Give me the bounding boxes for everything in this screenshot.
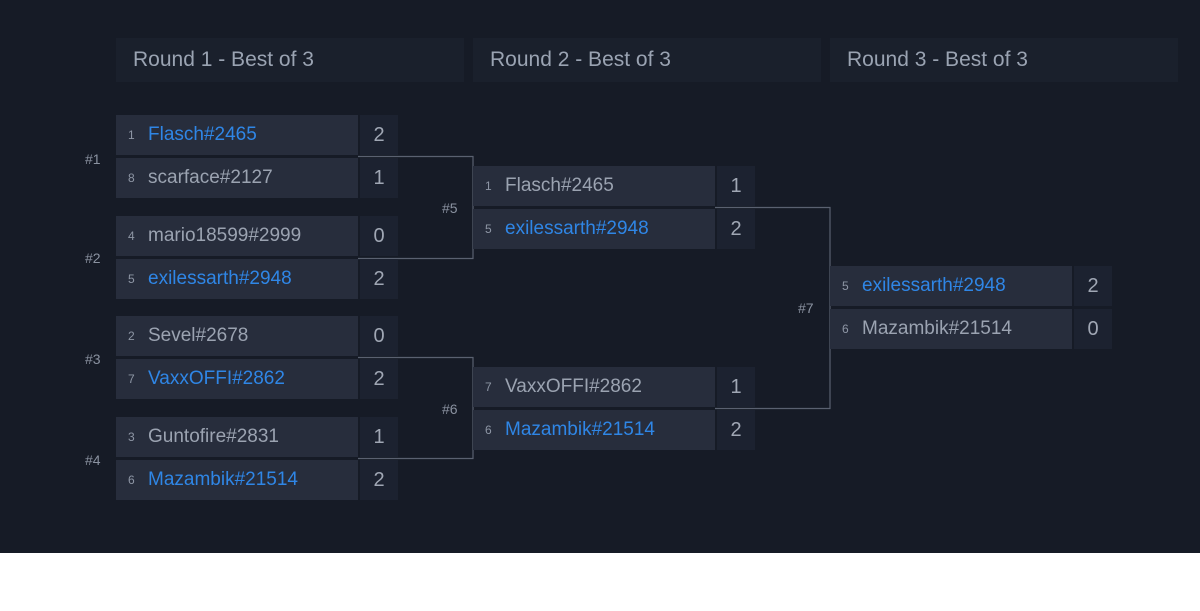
player-name: VaxxOFFI#2862 bbox=[148, 368, 285, 389]
player-name: exilessarth#2948 bbox=[505, 218, 649, 239]
seed: 7 bbox=[485, 380, 492, 394]
bracket-connectors bbox=[358, 155, 831, 460]
slot-m7-top[interactable]: 5 exilessarth#2948 bbox=[830, 266, 1072, 306]
slot-m2-top[interactable]: 4 mario18599#2999 bbox=[116, 216, 358, 256]
slot-m6-top[interactable]: 7 VaxxOFFI#2862 bbox=[473, 367, 715, 407]
slot-m1-bottom[interactable]: 8 scarface#2127 bbox=[116, 158, 358, 198]
score-m2-bottom: 2 bbox=[360, 259, 398, 299]
slot-m5-top[interactable]: 1 Flasch#2465 bbox=[473, 166, 715, 206]
slot-m2-bottom[interactable]: 5 exilessarth#2948 bbox=[116, 259, 358, 299]
score-m7-top: 2 bbox=[1074, 266, 1112, 306]
score-m1-top: 2 bbox=[360, 115, 398, 155]
connector-m1-m2-to-m5 bbox=[358, 155, 474, 260]
score-m5-bottom: 2 bbox=[717, 209, 755, 249]
player-name: Mazambik#21514 bbox=[505, 419, 655, 440]
player-name: scarface#2127 bbox=[148, 167, 273, 188]
seed: 6 bbox=[128, 473, 135, 487]
player-name: exilessarth#2948 bbox=[862, 275, 1006, 296]
seed: 6 bbox=[842, 322, 849, 336]
connector-m3-m4-to-m6 bbox=[358, 356, 474, 460]
seed: 5 bbox=[128, 272, 135, 286]
seed: 1 bbox=[128, 128, 135, 142]
score-m4-bottom: 2 bbox=[360, 460, 398, 500]
seed: 1 bbox=[485, 179, 492, 193]
connector-m5-m6-to-m7 bbox=[715, 206, 831, 410]
round-3-header: Round 3 - Best of 3 bbox=[830, 38, 1178, 82]
slot-m7-bottom[interactable]: 6 Mazambik#21514 bbox=[830, 309, 1072, 349]
seed: 7 bbox=[128, 372, 135, 386]
match-label-4: #4 bbox=[85, 452, 101, 468]
slot-m1-top[interactable]: 1 Flasch#2465 bbox=[116, 115, 358, 155]
score-m6-bottom: 2 bbox=[717, 410, 755, 450]
tournament-bracket: Round 1 - Best of 3 Round 2 - Best of 3 … bbox=[0, 0, 1200, 553]
match-label-2: #2 bbox=[85, 250, 101, 266]
match-label-3: #3 bbox=[85, 351, 101, 367]
score-m5-top: 1 bbox=[717, 166, 755, 206]
match-label-6: #6 bbox=[442, 401, 458, 417]
score-m3-bottom: 2 bbox=[360, 359, 398, 399]
score-m6-top: 1 bbox=[717, 367, 755, 407]
score-m2-top: 0 bbox=[360, 216, 398, 256]
slot-m3-bottom[interactable]: 7 VaxxOFFI#2862 bbox=[116, 359, 358, 399]
seed: 8 bbox=[128, 171, 135, 185]
player-name: Sevel#2678 bbox=[148, 325, 249, 346]
seed: 4 bbox=[128, 229, 135, 243]
round-2-header: Round 2 - Best of 3 bbox=[473, 38, 821, 82]
player-name: Guntofire#2831 bbox=[148, 426, 279, 447]
match-label-1: #1 bbox=[85, 151, 101, 167]
slot-m3-top[interactable]: 2 Sevel#2678 bbox=[116, 316, 358, 356]
slot-m4-bottom[interactable]: 6 Mazambik#21514 bbox=[116, 460, 358, 500]
seed: 5 bbox=[485, 222, 492, 236]
score-m7-bottom: 0 bbox=[1074, 309, 1112, 349]
player-name: Flasch#2465 bbox=[505, 175, 614, 196]
player-name: exilessarth#2948 bbox=[148, 268, 292, 289]
player-name: mario18599#2999 bbox=[148, 225, 302, 246]
match-label-5: #5 bbox=[442, 200, 458, 216]
score-m1-bottom: 1 bbox=[360, 158, 398, 198]
player-name: Mazambik#21514 bbox=[862, 318, 1012, 339]
slot-m4-top[interactable]: 3 Guntofire#2831 bbox=[116, 417, 358, 457]
player-name: Flasch#2465 bbox=[148, 124, 257, 145]
seed: 3 bbox=[128, 430, 135, 444]
player-name: VaxxOFFI#2862 bbox=[505, 376, 642, 397]
seed: 5 bbox=[842, 279, 849, 293]
slot-m6-bottom[interactable]: 6 Mazambik#21514 bbox=[473, 410, 715, 450]
score-m4-top: 1 bbox=[360, 417, 398, 457]
slot-m5-bottom[interactable]: 5 exilessarth#2948 bbox=[473, 209, 715, 249]
score-m3-top: 0 bbox=[360, 316, 398, 356]
round-1-header: Round 1 - Best of 3 bbox=[116, 38, 464, 82]
match-label-7: #7 bbox=[798, 300, 814, 316]
seed: 6 bbox=[485, 423, 492, 437]
player-name: Mazambik#21514 bbox=[148, 469, 298, 490]
seed: 2 bbox=[128, 329, 135, 343]
